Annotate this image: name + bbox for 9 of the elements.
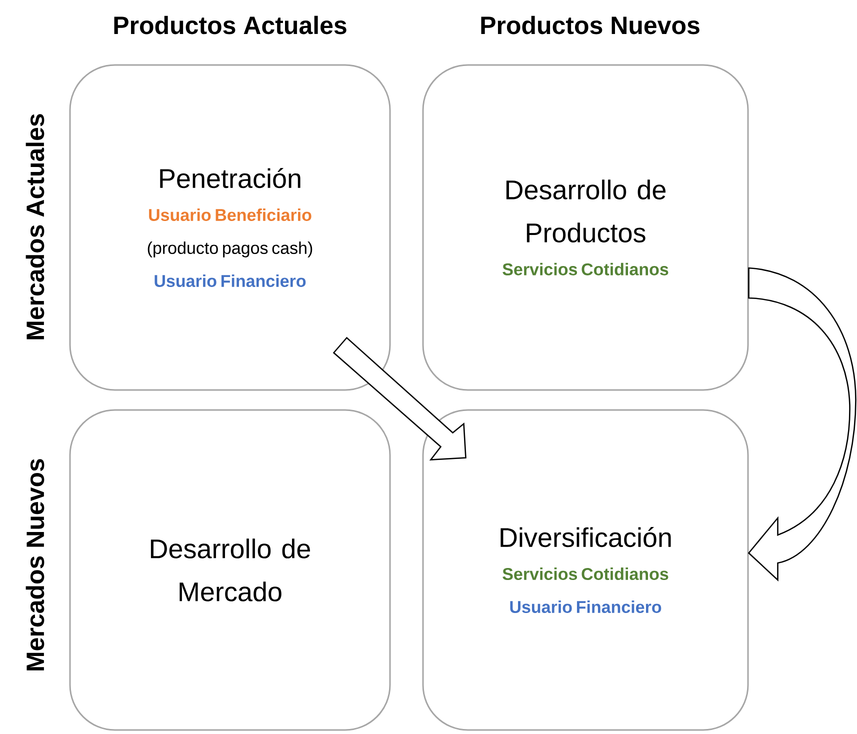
curved-block-arrow — [748, 267, 856, 581]
axis-heading: Mercados Nuevos — [26, 459, 44, 670]
axis-heading: Productos Nuevos — [481, 16, 700, 34]
quadrant-box: Desarrollo de Mercado — [69, 409, 391, 731]
axis-heading: Productos Actuales — [114, 16, 346, 34]
axis-heading: Mercados Actuales — [26, 114, 44, 340]
quadrant-box: Penetración Usuario Beneficiario (producto pagos cash) Usuario Financiero — [69, 64, 391, 391]
quadrant-box: Desarrollo de Productos Servicios Cotidianos — [422, 64, 749, 391]
quadrant-box: Diversificación Servicios Cotidianos Usuario Financiero — [422, 409, 749, 731]
